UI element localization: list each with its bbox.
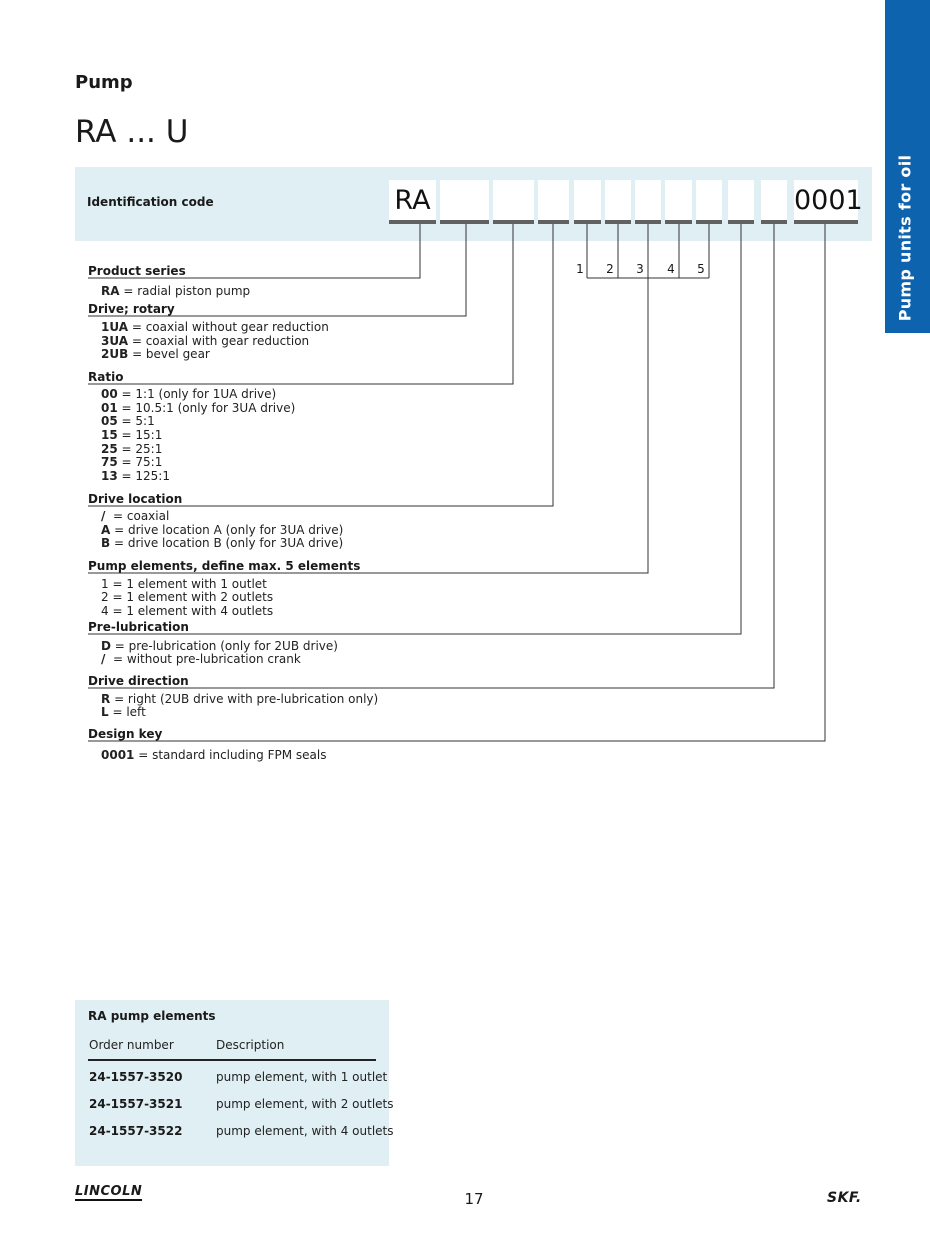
option-item: 1UA = coaxial without gear reduction	[101, 320, 329, 334]
code-box-pre-lubrication	[728, 180, 754, 224]
element-number: 4	[667, 262, 675, 276]
section-heading-drive-direction: Drive direction	[88, 674, 189, 688]
side-tab	[885, 0, 930, 333]
section-heading-drive-location: Drive location	[88, 492, 183, 506]
option-item: RA = radial piston pump	[101, 284, 251, 298]
code-box-element-3	[635, 180, 661, 224]
code-box-drive-location	[538, 180, 569, 224]
code-box-ratio	[493, 180, 534, 224]
code-box-drive-direction	[761, 180, 787, 224]
identification-code-label: Identification code	[87, 195, 214, 209]
code-box-drive	[440, 180, 489, 224]
table-header-description: Description	[216, 1038, 285, 1052]
section-heading-product-series: Product series	[88, 264, 186, 278]
option-item: 75 = 75:1	[101, 455, 163, 469]
lincoln-logo: LINCOLN	[75, 1184, 143, 1201]
option-item: 2UB = bevel gear	[101, 347, 210, 361]
code-box-series: RA	[389, 180, 436, 224]
table-cell-description: pump element, with 2 outlets	[216, 1097, 394, 1111]
table-title: RA pump elements	[88, 1009, 216, 1023]
table-cell-description: pump element, with 4 outlets	[216, 1124, 394, 1138]
option-item: 25 = 25:1	[101, 442, 163, 456]
connector-drive	[88, 224, 467, 317]
option-item: 0001 = standard including FPM seals	[101, 748, 327, 762]
connector-pre-lubrication	[88, 224, 742, 635]
code-box-design-key: 0001	[794, 180, 863, 224]
connector-ratio	[88, 224, 514, 385]
option-item: 01 = 10.5:1 (only for 3UA drive)	[101, 401, 296, 415]
connector-design-key	[88, 224, 826, 742]
code-box-element-1	[574, 180, 601, 224]
section-heading-design-key: Design key	[88, 727, 163, 741]
option-item: A = drive location A (only for 3UA drive…	[101, 523, 344, 537]
option-item: / = without pre-lubrication crank	[101, 652, 301, 666]
option-item: 1 = 1 element with 1 outlet	[101, 577, 267, 591]
option-item: 05 = 5:1	[101, 414, 155, 428]
code-box-element-2	[605, 180, 631, 224]
page-title: RA ... U	[75, 114, 189, 150]
section-heading-ratio: Ratio	[88, 370, 124, 384]
skf-logo: SKF.	[827, 1190, 862, 1206]
option-item: 3UA = coaxial with gear reduction	[101, 334, 310, 348]
section-eyebrow: Pump	[75, 72, 133, 93]
option-item: 15 = 15:1	[101, 428, 163, 442]
element-number: 1	[576, 262, 584, 276]
table-cell-order-number: 24-1557-3521	[89, 1097, 183, 1111]
section-heading-pre-lubrication: Pre-lubrication	[88, 620, 189, 634]
option-item: D = pre-lubrication (only for 2UB drive)	[101, 639, 338, 653]
connector-pump-elements	[88, 278, 649, 574]
option-item: 13 = 125:1	[101, 469, 170, 483]
table-header-rule	[88, 1059, 376, 1061]
table-cell-order-number: 24-1557-3520	[89, 1070, 183, 1084]
option-item: B = drive location B (only for 3UA drive…	[101, 536, 344, 550]
code-box-element-4	[665, 180, 692, 224]
table-cell-order-number: 24-1557-3522	[89, 1124, 183, 1138]
element-number: 2	[606, 262, 614, 276]
section-heading-pump-elements: Pump elements, define max. 5 elements	[88, 559, 361, 573]
option-item: 4 = 1 element with 4 outlets	[101, 604, 274, 618]
option-item: R = right (2UB drive with pre-lubricatio…	[101, 692, 379, 706]
option-item: L = left	[101, 705, 146, 719]
connector-drive-direction	[88, 224, 775, 689]
table-cell-description: pump element, with 1 outlet	[216, 1070, 388, 1084]
connector-product-series	[88, 224, 421, 279]
connector-drive-location	[88, 224, 554, 507]
pump-elements-table	[75, 1000, 389, 1166]
option-item: 2 = 1 element with 2 outlets	[101, 590, 274, 604]
option-item: / = coaxial	[101, 509, 170, 523]
element-number: 3	[636, 262, 644, 276]
table-header-order-number: Order number	[89, 1038, 174, 1052]
section-heading-drive: Drive; rotary	[88, 302, 175, 316]
code-box-element-5	[696, 180, 722, 224]
element-number: 5	[697, 262, 705, 276]
option-item: 00 = 1:1 (only for 1UA drive)	[101, 387, 277, 401]
page-number: 17	[464, 1190, 484, 1208]
